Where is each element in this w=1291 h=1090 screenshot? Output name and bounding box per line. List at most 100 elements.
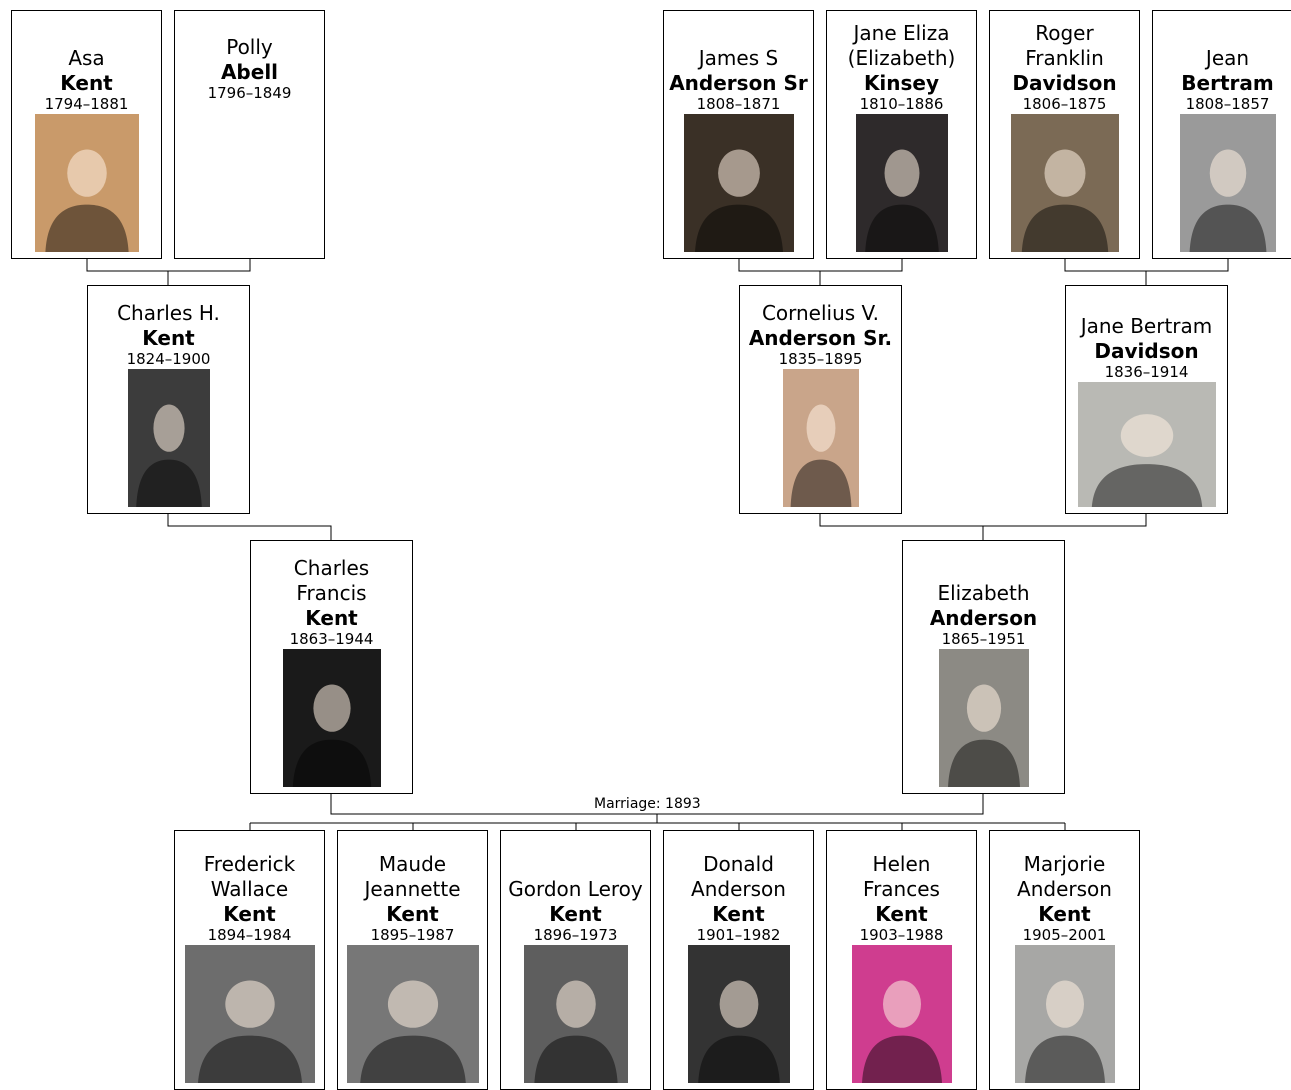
person-card[interactable]: Cornelius V.Anderson Sr.1835–1895 — [739, 285, 902, 514]
portrait-photo — [1179, 114, 1276, 252]
surname: Anderson Sr. — [748, 326, 893, 350]
given-name: James S — [698, 46, 779, 70]
portrait-photo — [683, 114, 794, 252]
surname: Bertram — [1181, 71, 1274, 95]
life-years: 1895–1987 — [370, 926, 455, 944]
life-years: 1903–1988 — [859, 926, 944, 944]
life-years: 1810–1886 — [859, 95, 944, 113]
person-name: Charles H.Kent — [117, 301, 220, 351]
marriage-label: Marriage: 1893 — [591, 796, 704, 812]
portrait-silhouette — [938, 649, 1029, 787]
surname: Kent — [875, 902, 928, 926]
given-name: Elizabeth — [937, 581, 1030, 605]
portrait-silhouette — [127, 369, 210, 507]
surname: Davidson — [1094, 339, 1199, 363]
portrait-silhouette — [782, 369, 859, 507]
portrait-silhouette — [855, 114, 948, 252]
portrait-photo — [855, 114, 948, 252]
surname: Kent — [712, 902, 765, 926]
portrait-photo — [851, 945, 952, 1083]
person-name: Jane Eliza(Elizabeth)Kinsey — [848, 21, 956, 96]
life-years: 1796–1849 — [207, 84, 292, 102]
given-name: Jane Eliza(Elizabeth) — [847, 21, 956, 70]
parent-connector — [167, 514, 332, 541]
life-years: 1863–1944 — [289, 630, 374, 648]
given-name: Charles H. — [117, 301, 220, 325]
surname: Anderson — [929, 606, 1038, 630]
portrait-silhouette — [851, 945, 952, 1083]
surname: Kent — [549, 902, 602, 926]
given-name: Jean — [1205, 46, 1250, 70]
portrait-photo — [184, 945, 315, 1083]
portrait-silhouette — [687, 945, 790, 1083]
portrait-photo — [938, 649, 1029, 787]
portrait-photo — [1014, 945, 1115, 1083]
given-name: Jane Bertram — [1080, 314, 1213, 338]
surname: Kent — [386, 902, 439, 926]
surname: Abell — [220, 60, 279, 84]
portrait-silhouette — [1179, 114, 1276, 252]
couple-connector — [1064, 259, 1229, 272]
life-years: 1794–1881 — [44, 95, 129, 113]
portrait-silhouette — [683, 114, 794, 252]
surname: Davidson — [1012, 71, 1117, 95]
surname: Anderson Sr — [669, 71, 808, 95]
portrait-silhouette — [184, 945, 315, 1083]
couple-connector — [819, 514, 1147, 527]
life-years: 1806–1875 — [1022, 95, 1107, 113]
life-years: 1905–2001 — [1022, 926, 1107, 944]
surname: Kent — [142, 326, 195, 350]
surname: Kinsey — [863, 71, 940, 95]
surname: Kent — [305, 606, 358, 630]
couple-connector — [86, 259, 251, 272]
portrait-silhouette — [282, 649, 381, 787]
portrait-photo — [34, 114, 139, 252]
surname: Kent — [1038, 902, 1091, 926]
given-name: Polly — [226, 35, 273, 59]
life-years: 1808–1857 — [1185, 95, 1270, 113]
portrait-silhouette — [1014, 945, 1115, 1083]
portrait-silhouette — [1010, 114, 1119, 252]
portrait-silhouette — [523, 945, 628, 1083]
portrait-photo — [282, 649, 381, 787]
given-name: Asa — [68, 46, 105, 70]
life-years: 1836–1914 — [1104, 363, 1189, 381]
life-years: 1835–1895 — [778, 350, 863, 368]
life-years: 1808–1871 — [696, 95, 781, 113]
portrait-silhouette — [34, 114, 139, 252]
given-name: Gordon Leroy — [508, 877, 643, 901]
given-name: Cornelius V. — [761, 301, 880, 325]
couple-connector — [738, 259, 903, 272]
life-years: 1894–1984 — [207, 926, 292, 944]
portrait-photo — [523, 945, 628, 1083]
person-name: Cornelius V.Anderson Sr. — [749, 301, 892, 351]
surname: Kent — [60, 71, 113, 95]
